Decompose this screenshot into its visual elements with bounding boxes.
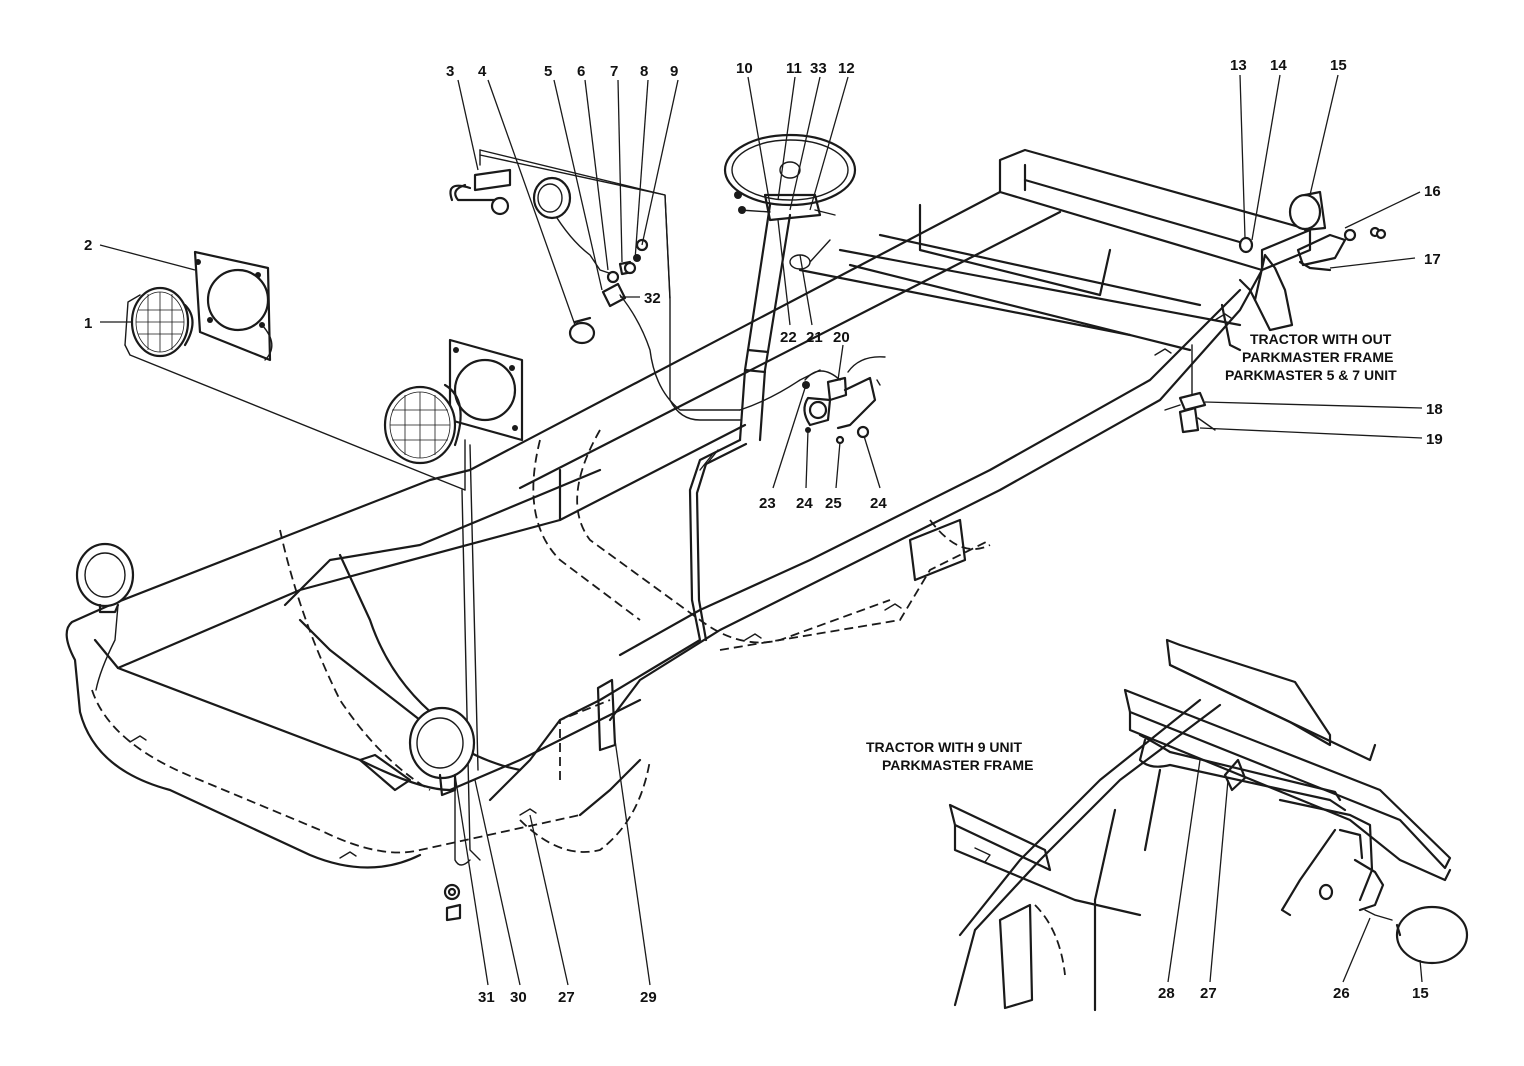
callout-21: 21 <box>806 329 823 346</box>
dash-panel <box>449 149 671 345</box>
callout-15-inset: 15 <box>1412 985 1429 1002</box>
callout-15-top: 15 <box>1330 57 1347 74</box>
callout-24-left: 24 <box>796 495 813 512</box>
steering-column <box>723 133 857 442</box>
callout-23: 23 <box>759 495 776 512</box>
starter-assembly <box>802 356 886 445</box>
callout-27-main: 27 <box>558 989 575 1006</box>
callout-5: 5 <box>544 63 552 80</box>
callout-2: 2 <box>84 237 92 254</box>
callout-19: 19 <box>1426 431 1443 448</box>
callout-8: 8 <box>640 63 648 80</box>
callout-6: 6 <box>577 63 585 80</box>
variant-notes: TRACTOR WITH OUT PARKMASTER FRAME PARKMA… <box>866 331 1397 773</box>
callout-14: 14 <box>1270 57 1287 74</box>
callout-32: 32 <box>644 290 661 307</box>
callout-11: 11 <box>786 60 802 77</box>
callout-12: 12 <box>838 60 855 77</box>
callout-17: 17 <box>1424 251 1441 268</box>
callout-26: 26 <box>1333 985 1350 1002</box>
note-without-frame-line3: PARKMASTER 5 & 7 UNIT <box>1225 367 1397 383</box>
headlight-left <box>130 250 273 362</box>
callout-25: 25 <box>825 495 842 512</box>
wiring-harness <box>95 154 821 866</box>
callout-10: 10 <box>736 60 753 77</box>
callout-20: 20 <box>833 329 850 346</box>
nine-unit-frame-inset <box>948 638 1469 1012</box>
note-without-frame-line2: PARKMASTER FRAME <box>1242 349 1393 365</box>
headlight-right <box>383 338 524 465</box>
note-nine-unit-line2: PARKMASTER FRAME <box>882 757 1033 773</box>
callout-33: 33 <box>810 60 827 77</box>
callout-labels: 1 2 3 4 5 6 7 8 9 10 11 33 12 13 14 15 1… <box>84 57 1443 1006</box>
callout-18: 18 <box>1426 401 1443 418</box>
callout-13: 13 <box>1230 57 1247 74</box>
callout-7: 7 <box>610 63 618 80</box>
callout-1: 1 <box>84 315 92 332</box>
callout-28: 28 <box>1158 985 1175 1002</box>
callout-9: 9 <box>670 63 678 80</box>
callout-16: 16 <box>1424 183 1441 200</box>
main-frame <box>65 148 1312 869</box>
callout-30: 30 <box>510 989 527 1006</box>
note-without-frame-line1: TRACTOR WITH OUT <box>1250 331 1392 347</box>
callout-4: 4 <box>478 63 487 80</box>
callout-24-right: 24 <box>870 495 887 512</box>
callout-27-inset: 27 <box>1200 985 1217 1002</box>
warning-lamp-rear <box>408 706 476 922</box>
warning-lamp-front <box>75 542 135 614</box>
callout-3: 3 <box>446 63 454 80</box>
leader-lines <box>99 74 1423 986</box>
callout-22: 22 <box>780 329 797 346</box>
rear-components <box>1164 190 1387 434</box>
callout-29: 29 <box>640 989 657 1006</box>
callout-31: 31 <box>478 989 495 1006</box>
note-nine-unit-line1: TRACTOR WITH 9 UNIT <box>866 739 1023 755</box>
